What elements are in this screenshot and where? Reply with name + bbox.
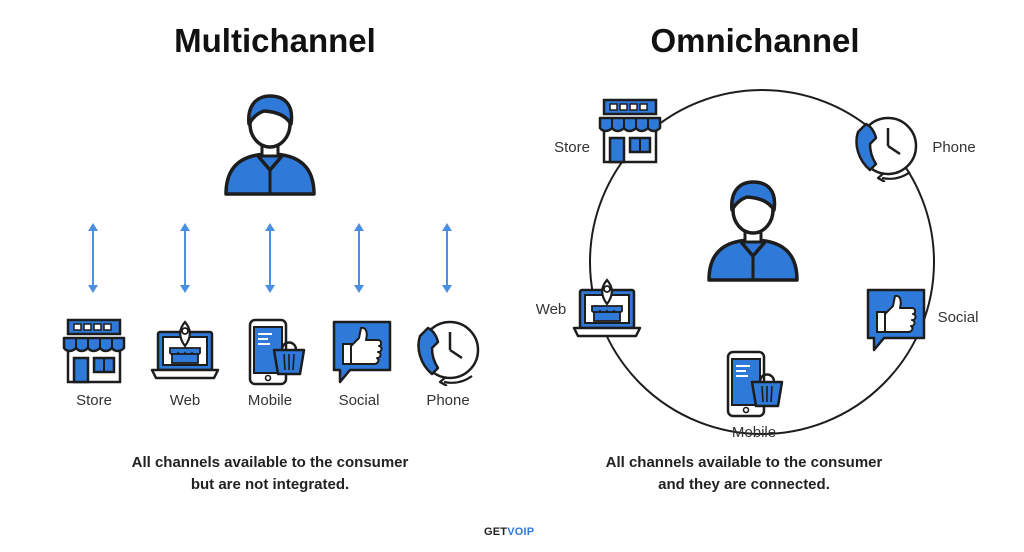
store-icon <box>62 318 126 384</box>
double-arrow-icon <box>264 222 276 294</box>
omnichannel-title: Omnichannel <box>650 22 860 59</box>
channel-label-mobile: Mobile <box>731 424 777 441</box>
mobile-shop-icon <box>248 318 306 386</box>
channel-label-social: Social <box>937 309 979 326</box>
thumbs-up-icon <box>332 320 392 384</box>
caption-line: All channels available to the consumer <box>605 454 883 471</box>
laptop-shop-icon <box>150 320 220 380</box>
double-arrow-icon <box>179 222 191 294</box>
channel-label-store: Store <box>76 392 112 409</box>
logo-accent: VOIP <box>507 526 535 538</box>
caption-line: All channels available to the consumer <box>131 454 409 471</box>
mobile-shop-icon <box>726 350 784 418</box>
multichannel-title: Multichannel <box>174 22 376 59</box>
getvoip-logo: GETVOIP <box>484 526 534 538</box>
channel-label-phone: Phone <box>426 392 470 409</box>
omnichannel-caption: All channels available to the consumer a… <box>554 452 934 496</box>
multichannel-caption: All channels available to the consumer b… <box>80 452 460 496</box>
channel-label-mobile: Mobile <box>247 392 293 409</box>
channel-label-social: Social <box>338 392 380 409</box>
channel-label-store: Store <box>554 139 590 156</box>
logo-prefix: GET <box>484 526 508 538</box>
channel-label-phone: Phone <box>932 139 976 156</box>
channel-label-web: Web <box>169 392 201 409</box>
consumer-icon <box>707 180 799 282</box>
channel-label-web: Web <box>535 301 567 318</box>
double-arrow-icon <box>87 222 99 294</box>
phone-clock-icon <box>417 320 480 386</box>
consumer-icon <box>224 94 316 196</box>
double-arrow-icon <box>353 222 365 294</box>
double-arrow-icon <box>441 222 453 294</box>
caption-line: and they are connected. <box>658 476 830 493</box>
phone-clock-icon <box>855 116 918 182</box>
connection-circle <box>589 89 935 435</box>
caption-line: but are not integrated. <box>190 476 350 493</box>
store-icon <box>598 98 662 164</box>
laptop-shop-icon <box>572 278 642 338</box>
